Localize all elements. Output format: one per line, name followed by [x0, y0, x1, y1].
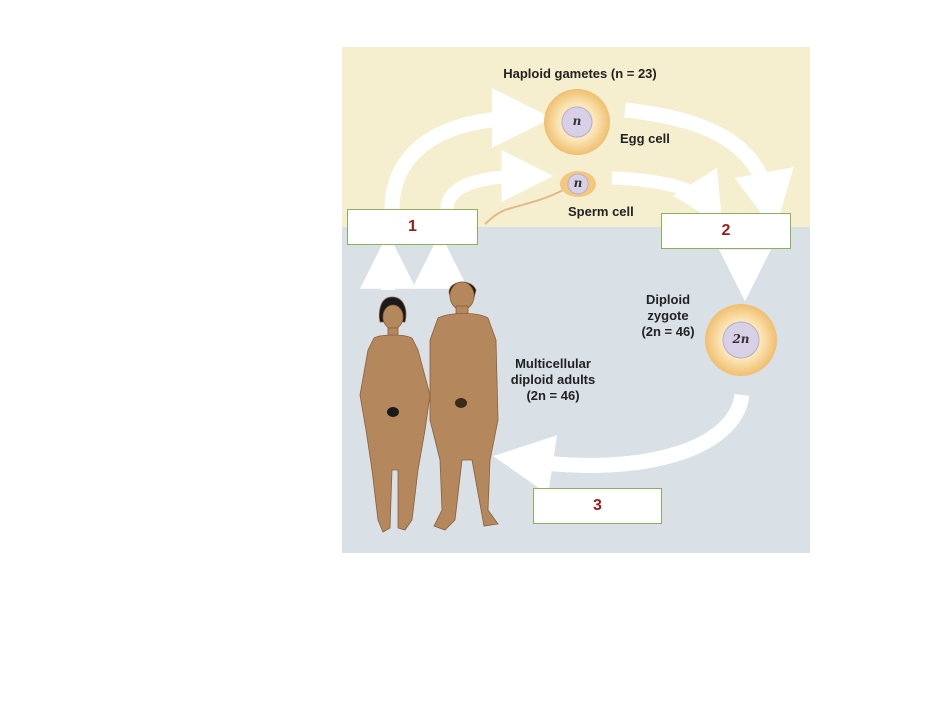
arrow-egg-to-fertilization — [624, 102, 794, 232]
sperm-ploidy-letter: n — [573, 176, 583, 190]
answer-box-2[interactable]: 2 — [661, 213, 791, 249]
answer-box-3[interactable]: 3 — [533, 488, 662, 524]
answer-box-3-number: 3 — [593, 497, 602, 514]
arrow-zygote-to-adults — [493, 393, 750, 495]
zygote-label-line3: (2n = 46) — [641, 324, 695, 339]
arrow-meiosis-to-egg — [384, 88, 552, 211]
zygote-label-line2: zygote — [647, 308, 689, 323]
egg-nucleus — [561, 106, 593, 138]
answer-box-1-number: 1 — [408, 218, 417, 235]
adults-label-line3: (2n = 46) — [526, 388, 580, 403]
answer-box-2-number: 2 — [721, 222, 731, 239]
adults-label-line2: diploid adults — [510, 372, 596, 387]
zygote-label-line1: Diploid — [645, 292, 691, 307]
female-figure — [359, 296, 431, 533]
adults-label-line1: Multicellular — [515, 356, 591, 371]
male-figure — [429, 281, 499, 531]
arrow-meiosis-to-sperm — [440, 150, 554, 211]
sperm-tail — [484, 189, 564, 225]
diploid-zygote-label: Diploid zygote (2n = 46) — [630, 292, 706, 340]
sperm-cell-label: Sperm cell — [568, 204, 634, 219]
egg-cell-label: Egg cell — [620, 131, 670, 146]
adults-label: Multicellular diploid adults (2n = 46) — [498, 356, 608, 404]
sperm-nucleus — [567, 173, 589, 195]
answer-box-1[interactable]: 1 — [347, 209, 478, 245]
arrow-sperm-to-fertilization — [611, 167, 723, 226]
zygote-ploidy-letter: 2n — [732, 332, 750, 346]
egg-ploidy-letter: n — [572, 114, 582, 128]
zygote-nucleus — [722, 321, 760, 359]
haploid-gametes-label: Haploid gametes (n = 23) — [503, 66, 657, 81]
